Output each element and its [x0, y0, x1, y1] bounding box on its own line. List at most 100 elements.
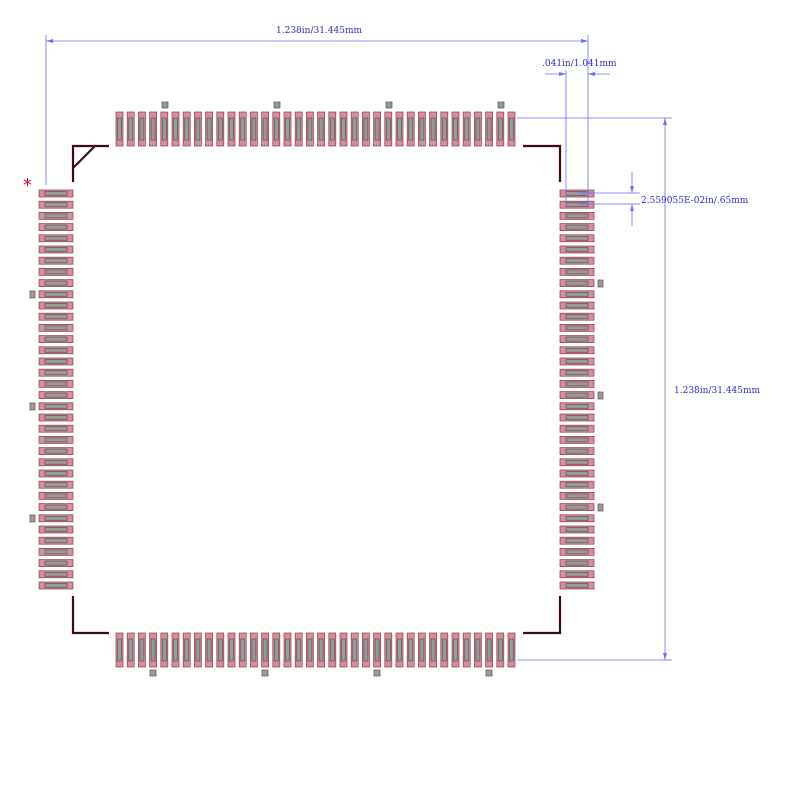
pad-left-core — [44, 269, 68, 275]
pad-left-core — [44, 571, 68, 577]
pad-left-core — [44, 191, 68, 196]
pad-left-core — [44, 202, 68, 208]
pad-right-core — [565, 202, 589, 208]
pad-bottom-core — [117, 638, 122, 662]
pad-top-core — [419, 117, 425, 141]
fiducial-right — [597, 279, 604, 288]
pad-top-core — [307, 117, 313, 141]
pad-bottom-core — [486, 638, 492, 662]
pad-left-core — [44, 403, 68, 409]
pad-left-core — [44, 538, 68, 544]
fiducial-right — [597, 391, 604, 400]
pad-bottom-core — [497, 638, 503, 662]
pad-top-core — [408, 117, 414, 141]
pad-right-core — [565, 359, 589, 364]
pad-top-core — [397, 117, 402, 141]
pad-left-core — [44, 370, 68, 376]
pad-bottom-core — [408, 638, 414, 662]
pad-bottom-core — [273, 638, 279, 662]
pitch-dimension-label: 2.559055E-02in/.65mm — [641, 196, 749, 206]
pad-bottom-core — [509, 638, 514, 662]
pad-right-core — [565, 258, 589, 264]
pad-right-core — [565, 493, 589, 499]
pad-top-core — [441, 117, 447, 141]
pad-left-core — [44, 336, 68, 342]
pad-left-core — [44, 359, 68, 364]
pad-left-core — [44, 213, 68, 219]
pad-bottom-core — [464, 638, 470, 662]
pad-right-core — [565, 191, 589, 196]
pad-right-core — [565, 269, 589, 275]
pad-right-core — [565, 415, 589, 420]
pad-left-core — [44, 347, 68, 353]
pad-bottom-core — [307, 638, 313, 662]
pad-top-core — [464, 117, 470, 141]
pad-left-core — [44, 504, 68, 510]
fiducial-bottom — [485, 669, 493, 677]
pad-top-core — [318, 117, 324, 141]
fiducial-right — [597, 503, 604, 512]
pad-right-core — [565, 527, 589, 532]
pad-bottom-core — [475, 638, 481, 662]
pad-left-core — [44, 448, 68, 454]
pad-top-core — [128, 117, 134, 141]
fiducial-bottom — [373, 669, 381, 677]
fiducial-bottom — [261, 669, 269, 677]
pad-left-core — [44, 415, 68, 420]
pin1-marker: * — [23, 175, 32, 196]
pad-right-core — [565, 336, 589, 342]
pad-right-core — [565, 303, 589, 308]
pad-right-core — [565, 482, 589, 488]
pad-top-core — [251, 117, 257, 141]
pad-right-core — [565, 347, 589, 353]
pad-left-core — [44, 247, 68, 252]
pad-left-core — [44, 459, 68, 465]
pad-top-core — [285, 117, 290, 141]
fiducial-markers — [29, 101, 604, 677]
pad-right-core — [565, 291, 589, 297]
pad-left-core — [44, 303, 68, 308]
pad-bottom-core — [128, 638, 134, 662]
pad-left-core — [44, 560, 68, 566]
pad-right-core — [565, 247, 589, 252]
pad-right-core — [565, 381, 589, 387]
pad-length-dimension-label: .041in/1.041mm — [542, 59, 617, 69]
pad-top-core — [475, 117, 481, 141]
pad-right-core — [565, 538, 589, 544]
pads-right-column — [559, 189, 595, 590]
pad-left-core — [44, 471, 68, 476]
pad-right-core — [565, 280, 589, 286]
pad-right-core — [565, 549, 589, 555]
fiducial-top — [161, 101, 169, 109]
pad-bottom-core — [352, 638, 358, 662]
pad-bottom-core — [195, 638, 201, 662]
pad-left-core — [44, 381, 68, 387]
pad-top-core — [139, 117, 145, 141]
pad-bottom-core — [318, 638, 324, 662]
fiducial-left — [29, 290, 36, 299]
pad-bottom-core — [397, 638, 402, 662]
pad-right-core — [565, 325, 589, 331]
pad-bottom-core — [251, 638, 257, 662]
pad-left-core — [44, 224, 68, 230]
pad-bottom-core — [374, 638, 380, 662]
pad-left-core — [44, 527, 68, 532]
pad-top-core — [229, 117, 234, 141]
fiducial-top — [385, 101, 393, 109]
pad-bottom-core — [150, 638, 156, 662]
pad-top-core — [329, 117, 335, 141]
pad-top-core — [184, 117, 190, 141]
pad-left-core — [44, 291, 68, 297]
pad-top-core — [430, 117, 436, 141]
pad-top-core — [262, 117, 268, 141]
pad-top-core — [296, 117, 302, 141]
height-dimension-label: 1.238in/31.445mm — [674, 386, 760, 396]
pad-bottom-core — [206, 638, 212, 662]
pad-bottom-core — [262, 638, 268, 662]
pad-left-core — [44, 493, 68, 499]
pad-bottom-core — [296, 638, 302, 662]
fiducial-top — [273, 101, 281, 109]
pad-bottom-core — [240, 638, 246, 662]
pad-right-core — [565, 392, 589, 398]
